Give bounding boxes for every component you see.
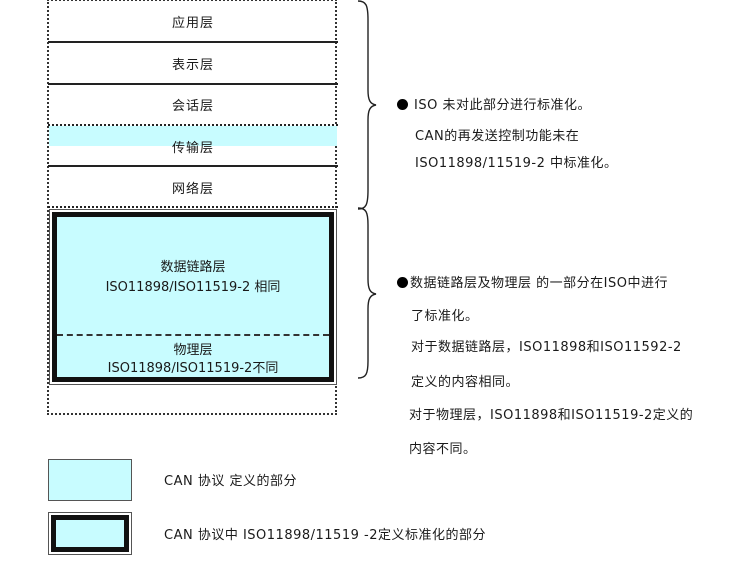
can-defined-area: 数据链路层 ISO11898/ISO11519-2 相同 物理层 ISO1189… bbox=[52, 212, 334, 382]
note-lower-line-2: 了标准化。 bbox=[411, 309, 479, 324]
note-upper-line-2: CAN的再发送控制功能未在 bbox=[415, 129, 580, 144]
legend-label-iso-standardized: CAN 协议中 ISO11898/11519 -2定义标准化的部分 bbox=[164, 528, 486, 543]
note-lower-line-6: 内容不同。 bbox=[409, 442, 477, 457]
note-lower-line-5: 对于物理层，ISO11898和ISO11519-2定义的 bbox=[409, 408, 694, 423]
layer-divider bbox=[48, 41, 338, 43]
layer-divider bbox=[48, 165, 338, 167]
iso-standardized-block: 数据链路层 ISO11898/ISO11519-2 相同 物理层 ISO1189… bbox=[49, 209, 337, 385]
layer-label: 网络层 bbox=[171, 181, 214, 197]
legend-label-can-defined: CAN 协议 定义的部分 bbox=[164, 474, 297, 489]
note-upper-line-3: ISO11898/11519-2 中标准化。 bbox=[415, 156, 618, 171]
layer-label: 物理层 bbox=[173, 343, 213, 358]
layer-label: 数据链路层 bbox=[160, 260, 226, 275]
note-lower-line-1: 数据链路层及物理层 的一部分在ISO中进行 bbox=[397, 272, 668, 291]
bullet-icon bbox=[397, 99, 408, 110]
layer-application: 应用层 bbox=[47, 0, 339, 42]
lower-layers-brace-icon bbox=[356, 207, 380, 379]
layer-divider bbox=[48, 206, 338, 208]
legend-swatch-iso-standardized bbox=[48, 512, 132, 555]
layer-divider bbox=[48, 83, 338, 85]
transport-layer-can-defined-band bbox=[49, 126, 337, 146]
layer-sublabel: ISO11898/ISO11519-2 相同 bbox=[105, 280, 281, 295]
layer-label: 传输层 bbox=[171, 140, 214, 156]
layer-network: 网络层 bbox=[47, 166, 339, 208]
note-lower-line-4: 定义的内容相同。 bbox=[411, 375, 520, 390]
layer-label: 会话层 bbox=[171, 99, 214, 114]
layer-physical: 物理层 ISO11898/ISO11519-2不同 bbox=[57, 342, 329, 378]
layer-presentation: 表示层 bbox=[47, 42, 339, 84]
layer-divider bbox=[48, 124, 338, 126]
bullet-icon bbox=[397, 277, 408, 288]
upper-layers-brace-icon bbox=[356, 0, 380, 210]
layer-label: 表示层 bbox=[171, 57, 214, 73]
layer-transport: 传输层 bbox=[47, 125, 339, 167]
layer-label: 应用层 bbox=[171, 15, 214, 31]
note-lower-line-3: 对于数据链路层，ISO11898和ISO11592-2 bbox=[411, 340, 682, 355]
legend-swatch-iso-standardized-inner bbox=[51, 515, 129, 552]
legend-swatch-can-defined bbox=[48, 459, 132, 501]
layer-data-link: 数据链路层 ISO11898/ISO11519-2 相同 bbox=[57, 258, 329, 298]
layer-sublabel: ISO11898/ISO11519-2不同 bbox=[107, 361, 279, 376]
layer-divider bbox=[57, 334, 329, 336]
note-upper-line-1: ISO 未对此部分进行标准化。 bbox=[397, 94, 591, 113]
layer-session: 会话层 bbox=[47, 84, 339, 125]
